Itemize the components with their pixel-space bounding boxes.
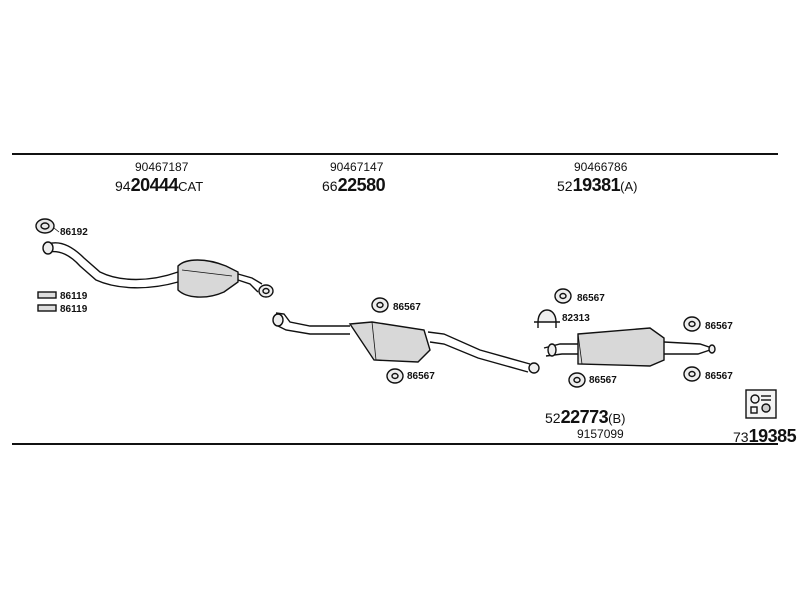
rear-code-main: 22773 bbox=[560, 407, 609, 427]
section3-code-suffix: (A) bbox=[620, 179, 638, 194]
top-divider-line bbox=[12, 153, 778, 155]
section3-part-number: 90466786 bbox=[574, 160, 628, 174]
label-hanger-tail-bottom: 86567 bbox=[705, 371, 733, 382]
rear-section-code: 5222773(B) bbox=[545, 407, 625, 429]
section1-code-main: 20444 bbox=[130, 175, 179, 195]
hanger-mid-bottom bbox=[386, 368, 404, 384]
hanger-tail-top bbox=[683, 316, 701, 332]
label-gasket-front: 86192 bbox=[60, 227, 88, 238]
catalytic-converter-pipe bbox=[42, 241, 274, 298]
hanger-rear-top bbox=[554, 288, 572, 304]
bottom-divider-line bbox=[12, 443, 778, 445]
section2-code-main: 22580 bbox=[337, 175, 386, 195]
kit-code: 7319385 bbox=[733, 426, 797, 448]
label-hanger-mid-bottom: 86567 bbox=[407, 371, 435, 382]
hanger-mid-top bbox=[371, 297, 389, 313]
kit-code-main: 19385 bbox=[748, 426, 797, 446]
label-hanger-mid-top: 86567 bbox=[393, 302, 421, 313]
clamp-parts bbox=[37, 291, 57, 312]
section2-code: 6622580 bbox=[322, 175, 386, 197]
section1-code: 9420444CAT bbox=[115, 175, 203, 197]
kit-code-prefix: 73 bbox=[733, 429, 749, 445]
label-clamp-2: 86119 bbox=[60, 304, 88, 315]
label-hanger-rear-top: 86567 bbox=[577, 293, 605, 304]
section3-code: 5219381(A) bbox=[557, 175, 637, 197]
label-hanger-rear-bottom: 86567 bbox=[589, 375, 617, 386]
rubber-hanger-parts bbox=[371, 288, 701, 388]
rear-part-number: 9157099 bbox=[577, 427, 624, 441]
rear-code-prefix: 52 bbox=[545, 410, 561, 426]
section3-code-main: 19381 bbox=[572, 175, 621, 195]
label-hanger-tail-top: 86567 bbox=[705, 321, 733, 332]
mounting-kit-icon bbox=[745, 389, 777, 419]
rear-silencer bbox=[543, 327, 716, 367]
hanger-tail-bottom bbox=[683, 366, 701, 382]
middle-pipe-resonator bbox=[272, 312, 540, 374]
u-clamp-part bbox=[534, 309, 560, 328]
label-clamp-1: 86119 bbox=[60, 291, 88, 302]
section3-code-prefix: 52 bbox=[557, 178, 573, 194]
section2-code-prefix: 66 bbox=[322, 178, 338, 194]
section1-part-number: 90467187 bbox=[135, 160, 189, 174]
label-clamp-rear: 82313 bbox=[562, 313, 590, 324]
front-gasket-part bbox=[35, 218, 60, 234]
rear-code-suffix: (B) bbox=[608, 411, 626, 426]
section2-part-number: 90467147 bbox=[330, 160, 384, 174]
section1-code-prefix: 94 bbox=[115, 178, 131, 194]
section1-code-suffix: CAT bbox=[178, 179, 204, 194]
hanger-rear-bottom bbox=[568, 372, 586, 388]
